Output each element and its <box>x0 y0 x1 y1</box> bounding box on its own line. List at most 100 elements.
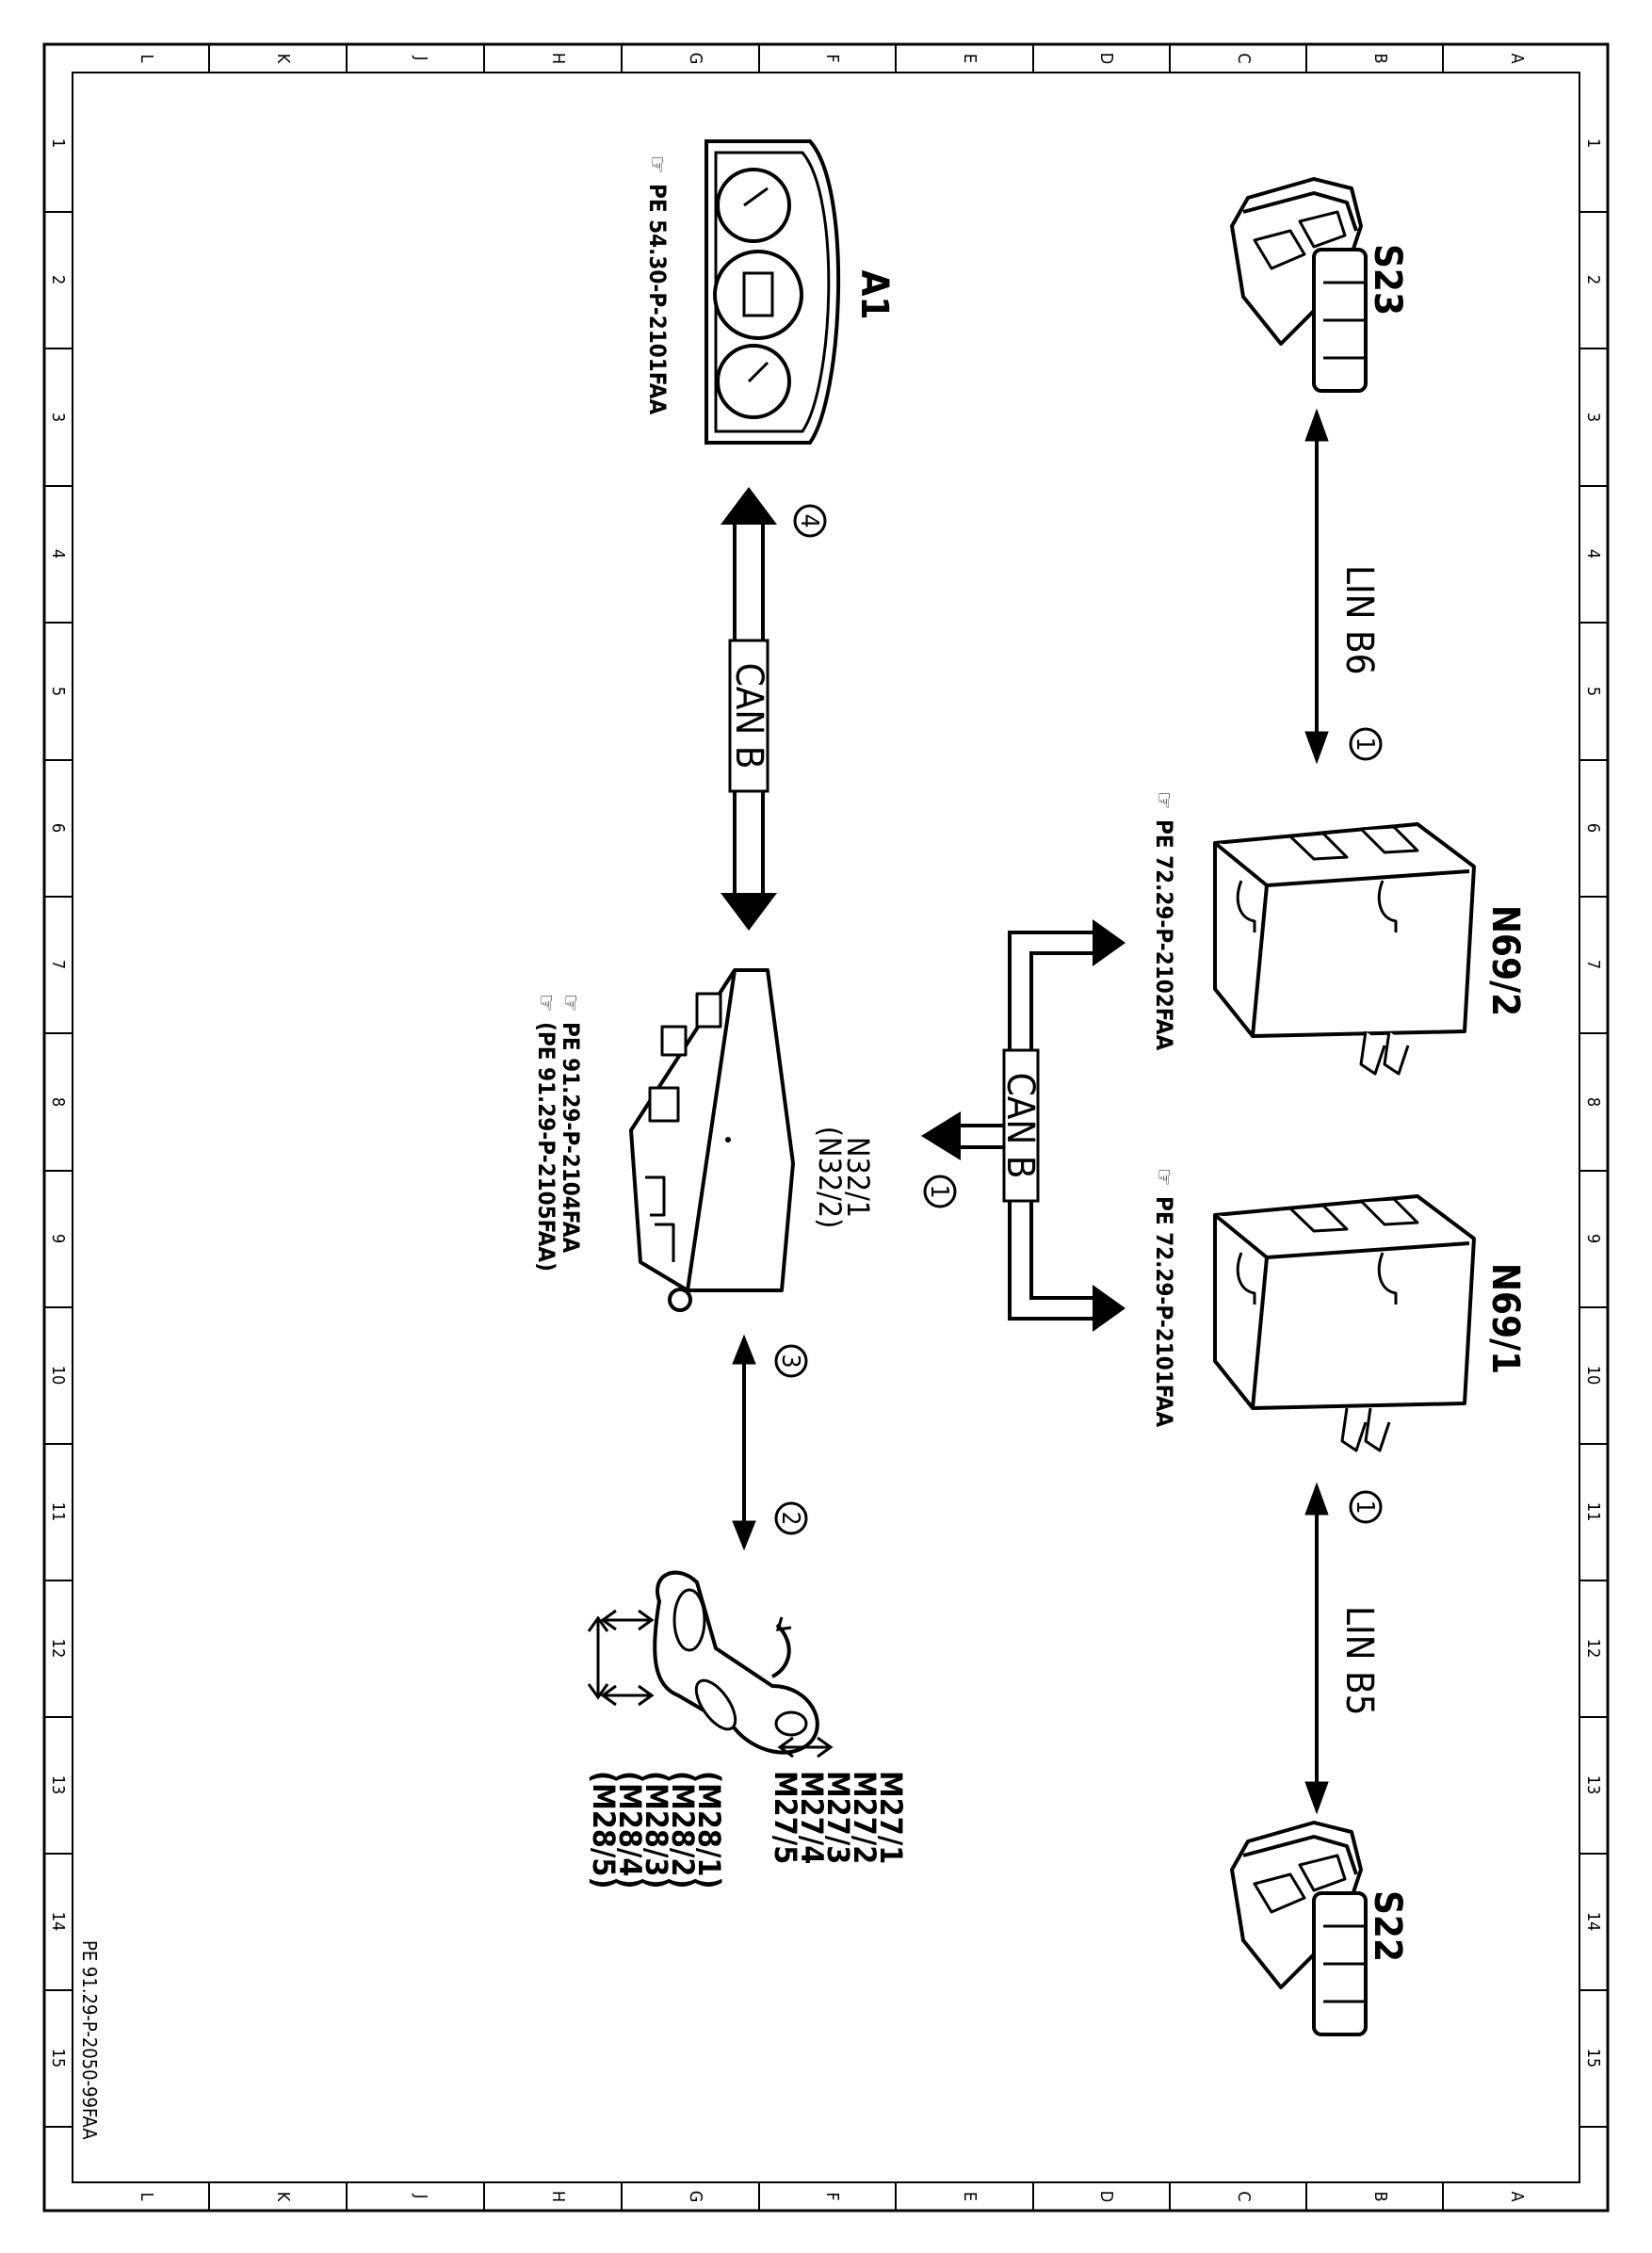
motor-label: M27/2 <box>847 1771 883 1864</box>
col-letter: D <box>1096 53 1116 64</box>
row-number: 9 <box>1583 1234 1603 1243</box>
row-number: 6 <box>1583 823 1603 833</box>
column-letters-bottom: L K J H G F E D C B A <box>137 2191 1527 2203</box>
col-letter: B <box>1370 2191 1390 2201</box>
col-letter: J <box>411 56 430 61</box>
n32-motor-connection <box>732 1334 756 1551</box>
col-letter: K <box>273 54 293 64</box>
row-number: 7 <box>48 960 68 969</box>
col-letter: B <box>1370 53 1390 63</box>
marker-1-label: 1 <box>1351 737 1379 752</box>
col-letter: G <box>686 53 705 65</box>
pointing-hand-icon: ☞ <box>1151 791 1177 809</box>
row-number: 8 <box>48 1097 68 1107</box>
col-letter: F <box>822 2192 842 2200</box>
n32-2-label: (N32/2) <box>812 1126 848 1229</box>
row-ticks <box>44 211 1608 2128</box>
row-number: 2 <box>1583 275 1603 284</box>
pointing-hand-icon: ☞ <box>644 155 671 173</box>
motor-label: (M28/4) <box>612 1771 648 1889</box>
s22-label: S22 <box>1366 1890 1409 1962</box>
row-number: 15 <box>1583 2049 1603 2068</box>
row-number: 10 <box>48 1366 68 1386</box>
n69-2-ref-group: ☞ PE 72.29-P-2102FAA <box>1151 791 1177 1051</box>
document-id: PE 91.29-P-2050-99FAA <box>78 1940 101 2140</box>
pointing-hand-icon: ☞ <box>1151 1168 1177 1186</box>
s22-switch-unit <box>1230 1821 1368 2036</box>
can-b-left-arrowheads <box>721 487 777 931</box>
col-letter: H <box>548 53 568 64</box>
marker-circle <box>1349 727 1383 761</box>
n69-2-module <box>1213 822 1476 1076</box>
can-b-right-label: CAN B <box>998 1073 1042 1179</box>
row-number: 6 <box>48 823 68 833</box>
marker-circle <box>774 1501 808 1535</box>
can-b-left-box <box>728 639 769 793</box>
row-number: 11 <box>48 1502 68 1522</box>
a1-label: A1 <box>852 270 896 320</box>
col-letter: L <box>137 2192 156 2200</box>
row-number: 8 <box>1583 1097 1603 1107</box>
row-number: 12 <box>1583 1639 1603 1659</box>
lin-b5-connection <box>1304 1482 1329 1815</box>
row-number: 1 <box>48 138 68 148</box>
a1-ref: PE 54.30-P-2101FAA <box>644 184 671 415</box>
can-b-left-bus <box>733 523 765 895</box>
inner-frame <box>72 72 1580 2183</box>
col-letter: F <box>822 54 842 62</box>
col-letter: E <box>960 2192 980 2201</box>
marker-circle <box>923 1175 957 1208</box>
col-letter: A <box>1507 2191 1527 2201</box>
can-b-left-label: CAN B <box>727 663 770 770</box>
motor-label: M27/1 <box>873 1771 909 1864</box>
row-number: 4 <box>1583 549 1603 559</box>
row-number: 15 <box>48 2049 68 2068</box>
marker-circle <box>1349 1490 1383 1524</box>
row-number: 3 <box>1583 413 1603 422</box>
row-number: 10 <box>1583 1366 1603 1386</box>
motor-labels: M27/1 M27/2 M27/3 M27/4 M27/5 (M28/1) (M… <box>586 1771 909 1889</box>
s23-switch-unit <box>1230 177 1368 393</box>
row-number: 7 <box>1583 960 1603 969</box>
motor-label: M27/5 <box>768 1771 803 1864</box>
col-letter: K <box>273 2192 293 2202</box>
row-number: 2 <box>48 275 68 284</box>
a1-instrument-cluster <box>705 139 841 445</box>
col-letter: H <box>548 2191 568 2202</box>
motor-label: (M28/3) <box>639 1771 674 1889</box>
col-letter: L <box>137 54 156 62</box>
marker-circle <box>793 504 827 538</box>
col-letter: D <box>1096 2191 1116 2202</box>
marker-1-label: 1 <box>925 1185 953 1199</box>
n69-1-module <box>1213 1194 1476 1452</box>
row-numbers-right: 1 2 3 4 5 6 7 8 9 10 11 12 13 14 15 <box>1583 138 1603 2067</box>
motor-label: (M28/5) <box>586 1771 622 1889</box>
motor-label: (M28/2) <box>665 1771 701 1889</box>
col-letter: E <box>960 54 980 63</box>
row-number: 11 <box>1583 1502 1603 1522</box>
col-letter: A <box>1507 53 1527 63</box>
n69-2-ref: PE 72.29-P-2102FAA <box>1151 819 1177 1051</box>
col-letter: C <box>1234 2191 1254 2201</box>
row-number: 9 <box>48 1234 68 1243</box>
s23-label: S23 <box>1366 244 1409 316</box>
n69-2-label: N69/2 <box>1483 905 1527 1016</box>
col-letter: G <box>686 2191 705 2203</box>
pointing-hand-icon: ☞ <box>558 994 584 1012</box>
marker-3-label: 3 <box>776 1354 804 1369</box>
lin-b6-connection <box>1304 408 1329 765</box>
row-number: 14 <box>48 1912 68 1932</box>
n32-ref-group: ☞ PE 91.29-P-2104FAA ☞ (PE 91.29-P-2105F… <box>533 994 584 1272</box>
row-numbers-left: 1 2 3 4 5 6 7 8 9 10 11 12 13 14 15 <box>48 138 68 2067</box>
motor-label: M27/3 <box>820 1771 856 1864</box>
row-number: 4 <box>48 549 68 559</box>
motor-label: (M28/1) <box>691 1771 727 1889</box>
n32-ref-1: PE 91.29-P-2104FAA <box>558 1022 584 1254</box>
row-number: 14 <box>1583 1912 1603 1932</box>
row-number: 13 <box>48 1775 68 1795</box>
col-letter: C <box>1234 53 1254 63</box>
lin-b5-label: LIN B5 <box>1337 1606 1381 1716</box>
marker-1-label: 1 <box>1351 1500 1379 1515</box>
